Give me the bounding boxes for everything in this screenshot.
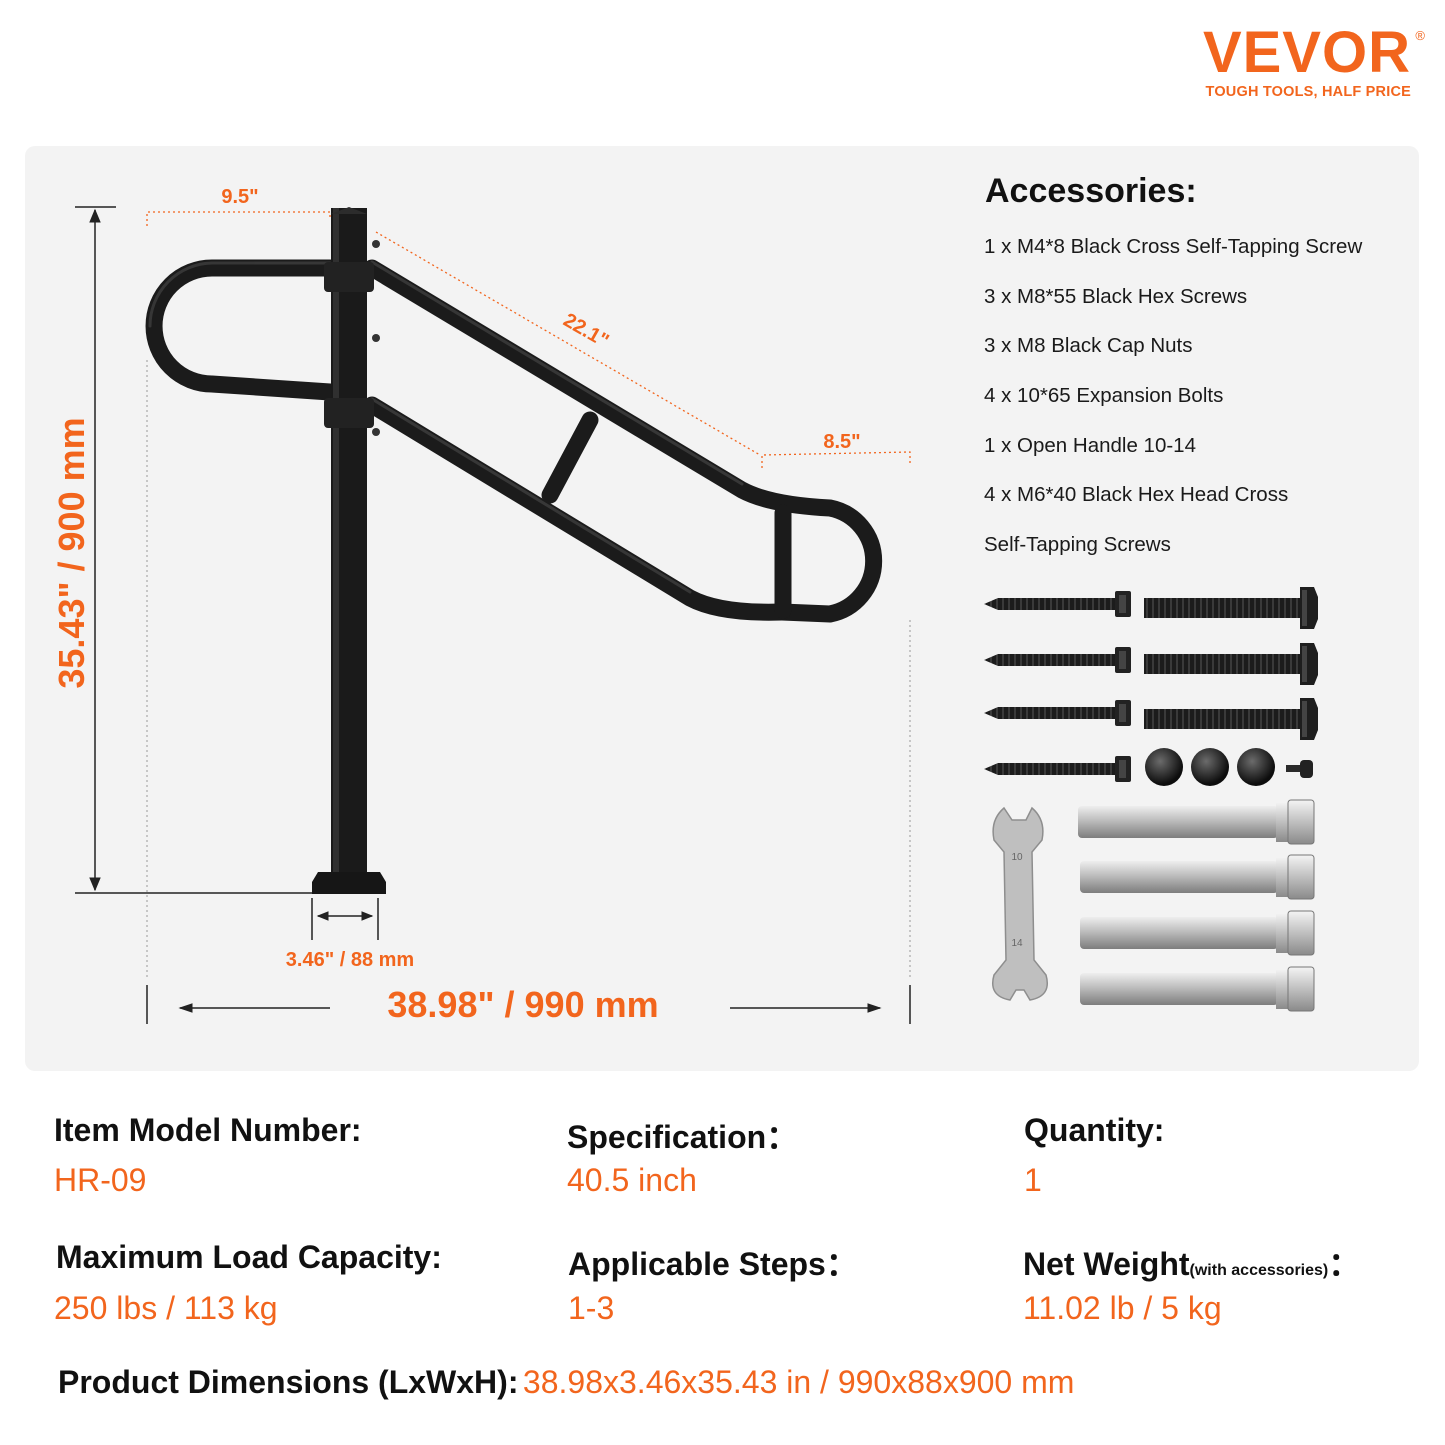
- net-weight-note: (with accessories): [1189, 1262, 1329, 1279]
- accessories-list: 1 x M4*8 Black Cross Self-Tapping Screw …: [984, 232, 1362, 580]
- net-weight-label: Net Weight(with accessories)：: [1023, 1246, 1361, 1282]
- accessory-item: Self-Tapping Screws: [984, 533, 1171, 557]
- steps-value: 1-3: [568, 1290, 615, 1326]
- dim-top-width: 9.5": [221, 186, 258, 208]
- quantity-label: Quantity:: [1024, 1112, 1165, 1148]
- net-weight-value: 11.02 lb / 5 kg: [1023, 1290, 1222, 1326]
- hex-screws: [1144, 587, 1318, 740]
- model-value: HR-09: [54, 1162, 147, 1198]
- brand-logo: VEVOR ® TOUGH TOOLS, HALF PRICE: [1202, 20, 1425, 101]
- accessory-item: 4 x M6*40 Black Hex Head Cross: [984, 483, 1289, 507]
- specification-value: 40.5 inch: [567, 1162, 697, 1198]
- handrail-rail: [145, 259, 883, 623]
- dimension-lines: [75, 206, 911, 1024]
- model-label: Item Model Number:: [54, 1112, 362, 1148]
- accessory-item: 1 x Open Handle 10-14: [984, 433, 1196, 457]
- steps-label: Applicable Steps：: [568, 1246, 858, 1282]
- load-capacity-label-text: Maximum Load Capacity: [56, 1239, 432, 1275]
- brand-tagline: TOUGH TOOLS, HALF PRICE: [1205, 84, 1411, 100]
- expansion-bolts: [1078, 799, 1315, 1012]
- cap-nuts: [1145, 748, 1275, 786]
- product-dimensions: Product Dimensions (LxWxH): 38.98x3.46x3…: [58, 1364, 1075, 1400]
- accessory-item: 4 x 10*65 Expansion Bolts: [984, 384, 1224, 408]
- small-cross-screw: [1286, 760, 1313, 778]
- self-tapping-screws: [984, 591, 1131, 782]
- handrail-rail-highlight: [148, 260, 744, 594]
- accessory-item: 3 x M8*55 Black Hex Screws: [984, 284, 1248, 308]
- wrench-mark-14: 14: [1011, 938, 1023, 949]
- accessories-title: Accessories:: [985, 172, 1197, 210]
- load-capacity-value: 250 lbs / 113 kg: [54, 1290, 278, 1326]
- model-label-text: Item Model Number: [54, 1112, 351, 1148]
- registered-mark: ®: [1415, 28, 1425, 43]
- dim-diagonal: 22.1": [560, 309, 613, 352]
- dim-end: 8.5": [823, 431, 860, 453]
- dim-base: 3.46" / 88 mm: [286, 949, 414, 971]
- dim-length: 38.98" / 990 mm: [387, 984, 658, 1025]
- accessory-item: 3 x M8 Black Cap Nuts: [984, 334, 1193, 358]
- quantity-label-text: Quantity: [1024, 1112, 1154, 1148]
- product-dimensions-value: 38.98x3.46x35.43 in / 990x88x900 mm: [522, 1364, 1075, 1400]
- wrench-mark-10: 10: [1011, 852, 1023, 863]
- net-weight-label-text: Net Weight: [1023, 1246, 1190, 1282]
- handrail-base-plate: [312, 872, 386, 894]
- steps-label-text: Applicable Steps: [568, 1246, 826, 1282]
- load-capacity-label: Maximum Load Capacity:: [56, 1239, 442, 1275]
- quantity-value: 1: [1024, 1162, 1042, 1198]
- brand-name: VEVOR: [1202, 20, 1411, 85]
- dim-height: 35.43" / 900 mm: [51, 417, 92, 688]
- specification-label-text: Specification: [567, 1119, 767, 1155]
- specification-label: Specification：: [567, 1119, 799, 1155]
- accessory-item: 1 x M4*8 Black Cross Self-Tapping Screw: [984, 235, 1363, 258]
- open-wrench: 10 14: [992, 806, 1048, 1001]
- product-dimensions-label: Product Dimensions (LxWxH): [58, 1364, 508, 1400]
